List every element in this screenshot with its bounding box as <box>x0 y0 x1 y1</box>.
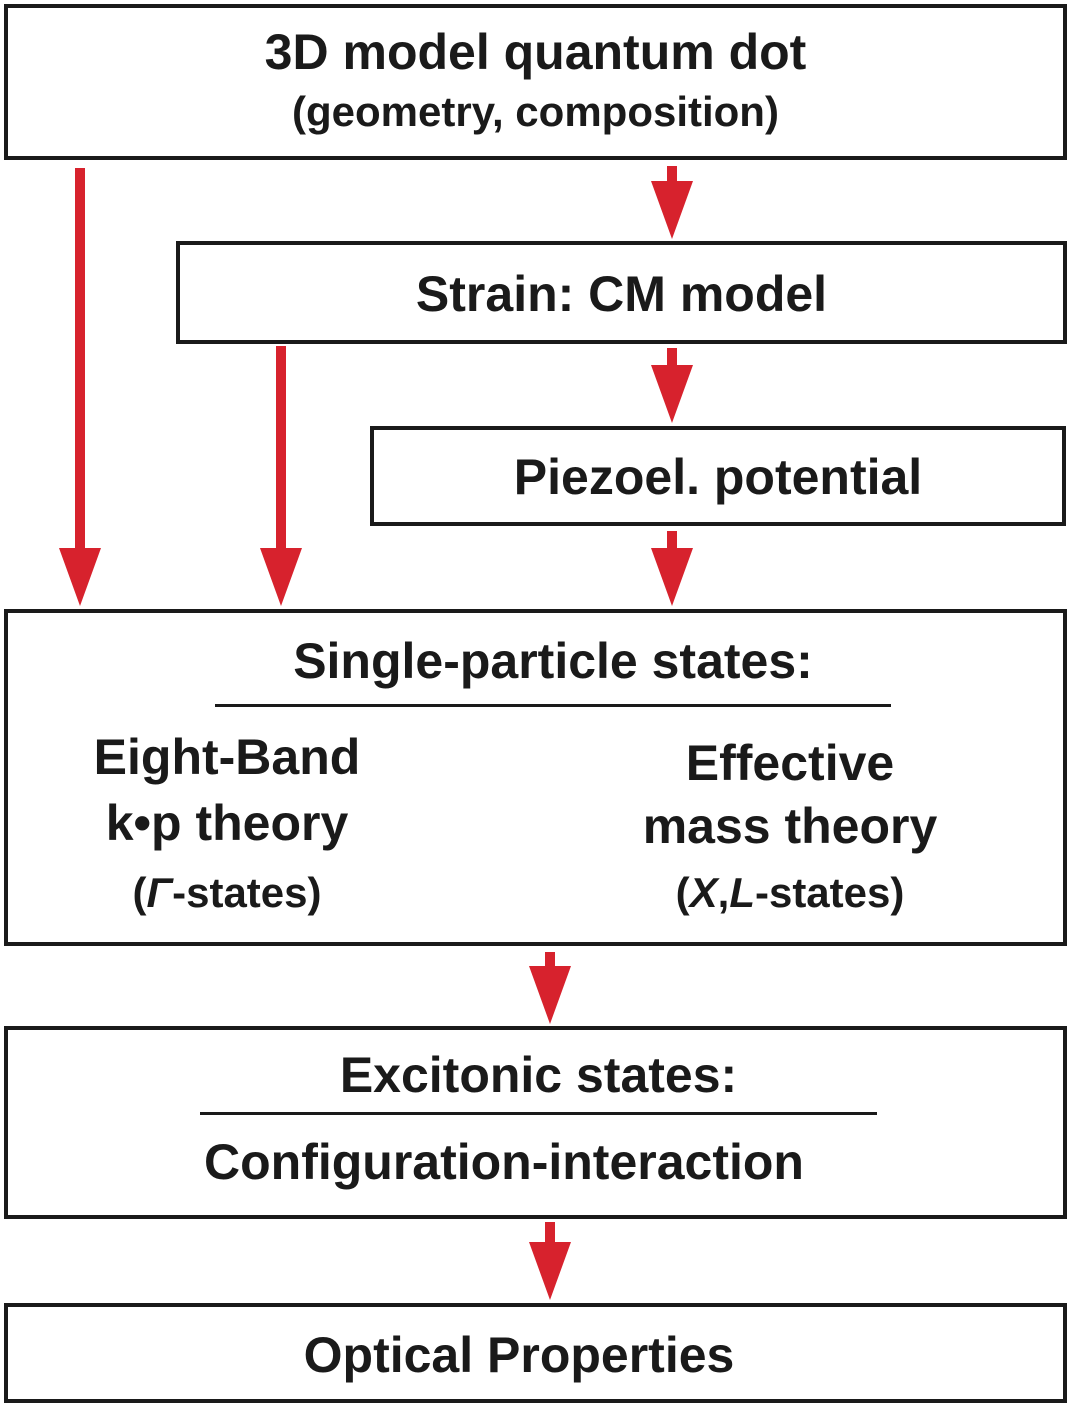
kp-theory-line1: Eight-Band <box>93 729 361 785</box>
arrow-strain-to-piezo <box>651 348 693 423</box>
strain-box <box>176 241 1067 344</box>
optical-box <box>4 1303 1067 1403</box>
optical-title: Optical Properties <box>303 1327 735 1383</box>
arrow-strain-to-single <box>260 346 302 606</box>
kp-note-rest: -states) <box>172 869 322 916</box>
emt-note-open: ( <box>675 869 690 916</box>
arrow-excitonic-to-optical <box>529 1222 571 1300</box>
gamma-symbol: Γ <box>146 869 173 916</box>
single-particle-box <box>4 609 1067 946</box>
excitonic-title: Excitonic states: <box>339 1047 738 1103</box>
kp-theory-note: (Γ-states) <box>4 872 450 914</box>
emt-line2: mass theory <box>642 798 938 854</box>
single-particle-title: Single-particle states: <box>293 633 813 689</box>
x-symbol: X <box>689 869 718 916</box>
single-particle-divider <box>215 704 891 707</box>
l-symbol: L <box>729 869 755 916</box>
excitonic-method: Configuration-interaction <box>204 1134 804 1190</box>
piezo-title: Piezoel. potential <box>513 449 923 505</box>
arrow-single-to-excitonic <box>529 952 571 1024</box>
excitonic-divider <box>200 1112 877 1115</box>
emt-line1: Effective <box>685 735 895 791</box>
excitonic-box <box>4 1026 1067 1219</box>
piezo-box <box>370 426 1066 526</box>
arrow-model-to-single <box>59 168 101 606</box>
model-box <box>4 4 1067 160</box>
emt-note-comma: , <box>717 869 730 916</box>
emt-note-rest: -states) <box>754 869 905 916</box>
arrow-model-to-strain <box>651 166 693 239</box>
kp-note-open: ( <box>132 869 147 916</box>
arrow-piezo-to-single <box>651 531 693 606</box>
emt-note: (X,L-states) <box>570 872 1010 914</box>
strain-title: Strain: CM model <box>415 266 828 322</box>
model-subtitle: (geometry, composition) <box>292 88 779 135</box>
model-title: 3D model quantum dot <box>264 24 807 80</box>
kp-theory-line2: k•p theory <box>105 795 349 851</box>
